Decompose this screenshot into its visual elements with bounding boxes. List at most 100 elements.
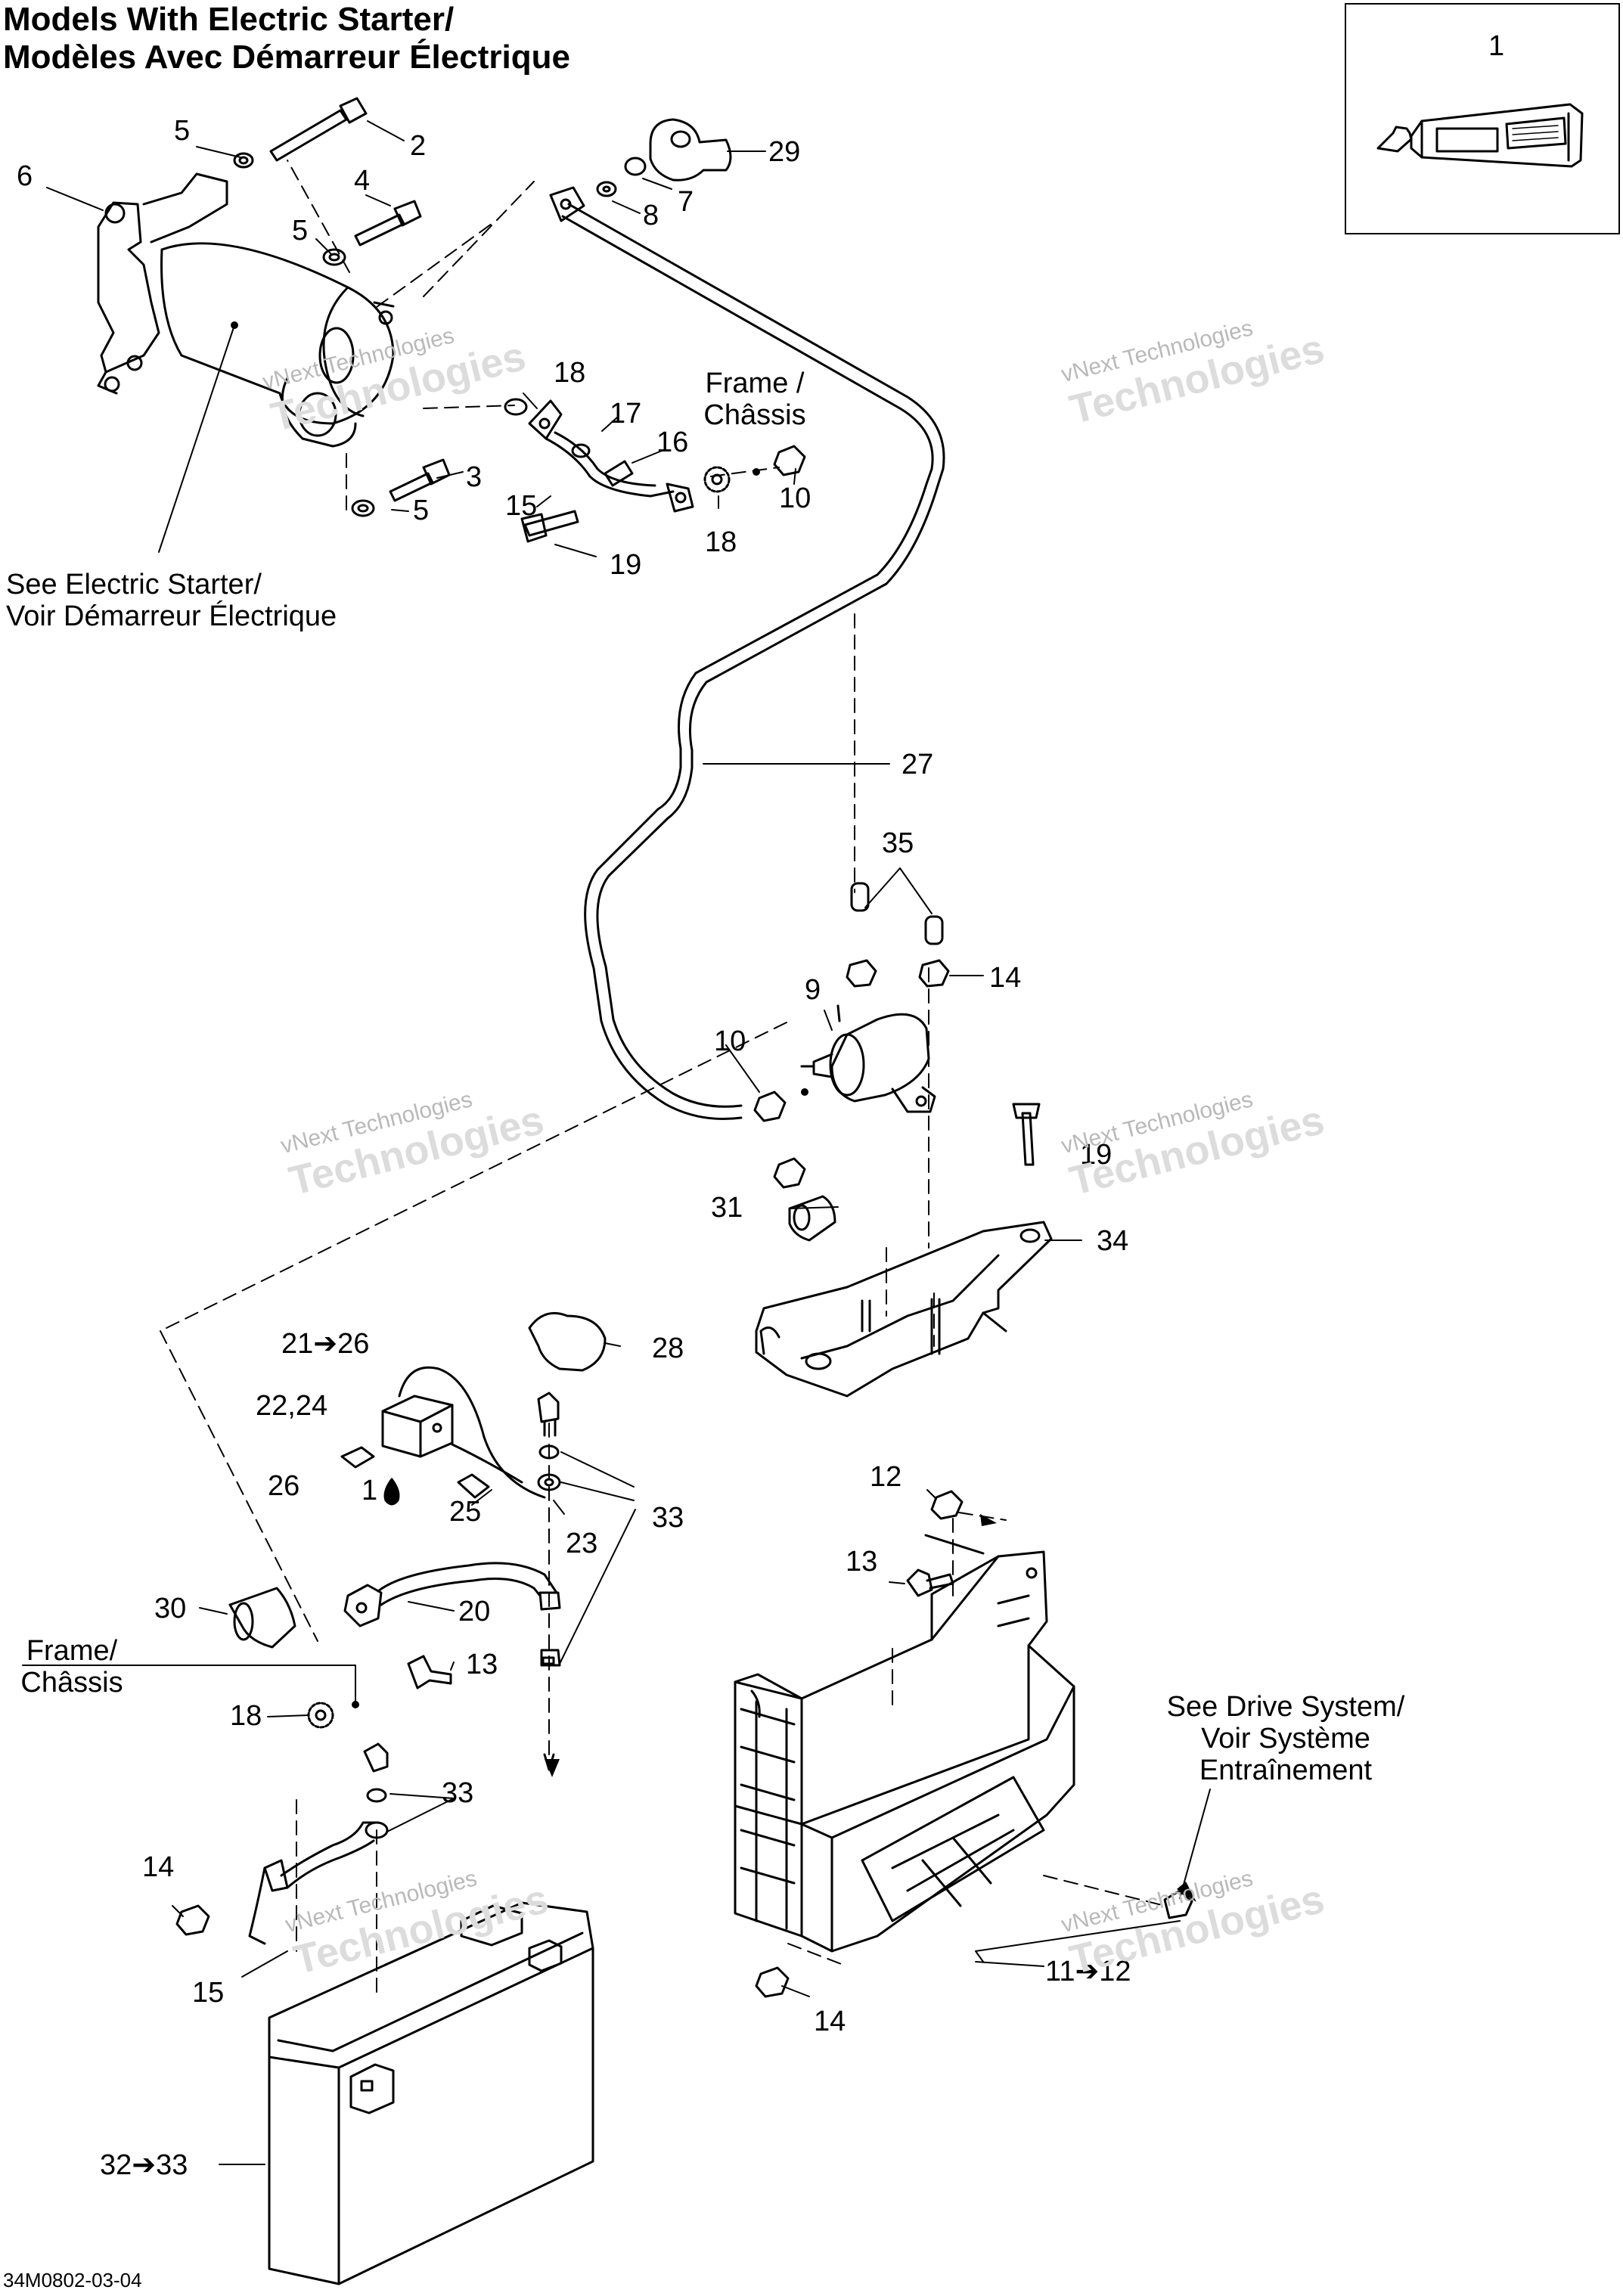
cable-15-lower [248,1821,380,1945]
battery-cable-27 [561,215,934,1120]
callout-33b: 33 [442,1777,474,1809]
nut-14b [175,1904,210,1936]
note-see-drive-1: See Drive System/ [1166,1691,1405,1723]
note-see-drive-3: Entraînement [1199,1755,1373,1786]
nut-10b [753,1091,787,1122]
callout-13b: 13 [846,1546,878,1578]
page-title: Models With Electric Starter/ [3,1,455,38]
callout-14c: 14 [814,2006,846,2037]
callout-32-33: 32➔33 [100,2149,188,2181]
note-frame-top-1: Frame / [705,368,805,399]
callout-18c: 18 [230,1700,262,1732]
drawing-code: 34M0802-03-04 [3,2269,142,2291]
bolt-13a [407,1655,452,1689]
boot-30 [228,1587,296,1649]
callout-23: 23 [566,1528,598,1559]
cable-20 [343,1562,558,1627]
bolt-19a [523,510,579,537]
star-washer-18c [307,1702,334,1729]
bolt-4 [354,213,405,247]
callout-27: 27 [901,749,934,780]
nut-10a [773,445,806,476]
bolt-19b [1021,1112,1035,1166]
callout-34: 34 [1097,1225,1129,1257]
washer-5c [351,499,375,517]
callout-21-26: 21➔26 [281,1328,370,1360]
callout-9: 9 [805,974,821,1006]
callout-19a: 19 [610,549,642,581]
callout-14a: 14 [989,962,1022,994]
callout-5c: 5 [413,495,430,526]
callout-25: 25 [449,1496,482,1528]
callout-18b: 18 [705,526,737,558]
callout-19b: 19 [1080,1139,1113,1171]
starter-solenoid-9 [800,1004,936,1113]
inset-label: 1 [1488,30,1505,62]
note-see-starter-2: Voir Démarreur Électrique [6,600,337,632]
callout-22-24: 22,24 [256,1390,328,1422]
callout-8: 8 [643,200,659,231]
terminal-cap-29 [649,118,732,182]
note-frame-left-1: Frame/ [26,1635,118,1667]
bolt-13b [906,1568,933,1597]
callout-28: 28 [652,1333,684,1364]
callout-4: 4 [354,165,371,197]
bolt-2 [269,109,348,162]
bolt-16 [604,460,634,487]
washer-5b [322,248,346,266]
bolt-33b [363,1742,389,1773]
grease-tube-icon [1376,103,1584,168]
callout-7: 7 [678,186,694,218]
note-frame-top-2: Châssis [703,399,806,431]
nut-12 [930,1490,964,1520]
note-see-starter-1: See Electric Starter/ [6,569,262,600]
battery-32 [268,1901,594,2285]
nut-7 [624,157,647,176]
terminal-boot-31 [788,1195,836,1242]
callout-33a: 33 [652,1502,684,1534]
cover-cap-28 [528,1312,607,1372]
washer-18a [504,398,528,416]
stud-33a [537,1392,560,1423]
callout-5b: 5 [292,215,309,247]
washer-17 [571,443,591,458]
callout-18a: 18 [554,357,586,389]
callout-6: 6 [17,160,33,192]
callout-3: 3 [466,461,483,493]
callout-2: 2 [410,130,427,162]
callout-5a: 5 [174,115,191,147]
page-subtitle: Modèles Avec Démarreur Électrique [3,39,570,76]
callout-30: 30 [154,1593,187,1624]
callout-13a: 13 [466,1649,498,1680]
callout-14b: 14 [142,1851,175,1883]
cable-15-upper [528,399,694,513]
washer-8 [596,181,617,197]
star-washer-18b [703,466,731,493]
note-frame-left-2: Châssis [20,1667,123,1699]
battery-tray-11 [734,1550,1193,1953]
starter-motor-assembly [97,172,395,448]
callout-10b: 10 [714,1025,746,1057]
nut-14c [755,1966,790,1998]
callout-26: 26 [268,1470,300,1502]
callout-11-12: 11➔12 [1045,1956,1131,1987]
callout-17: 17 [610,398,642,430]
inset-box [1345,3,1620,234]
callout-35: 35 [882,827,914,859]
callout-16: 16 [656,427,689,458]
washer-5a [233,152,254,169]
callout-31: 31 [711,1192,743,1224]
solenoid-bracket-34 [755,1221,1053,1398]
rubber-cap-35a [850,882,870,912]
drop-icon [383,1478,400,1506]
note-see-drive-2: Voir Système [1201,1723,1370,1755]
nut-14a [846,959,877,988]
callout-12: 12 [870,1461,902,1493]
callout-15a: 15 [505,490,538,522]
callout-1-fluid: 1 [362,1475,378,1506]
callout-15b: 15 [192,1977,225,2009]
callout-10a: 10 [779,482,812,514]
fuse-holder-assembly [340,1366,546,1499]
callout-20: 20 [458,1596,491,1627]
